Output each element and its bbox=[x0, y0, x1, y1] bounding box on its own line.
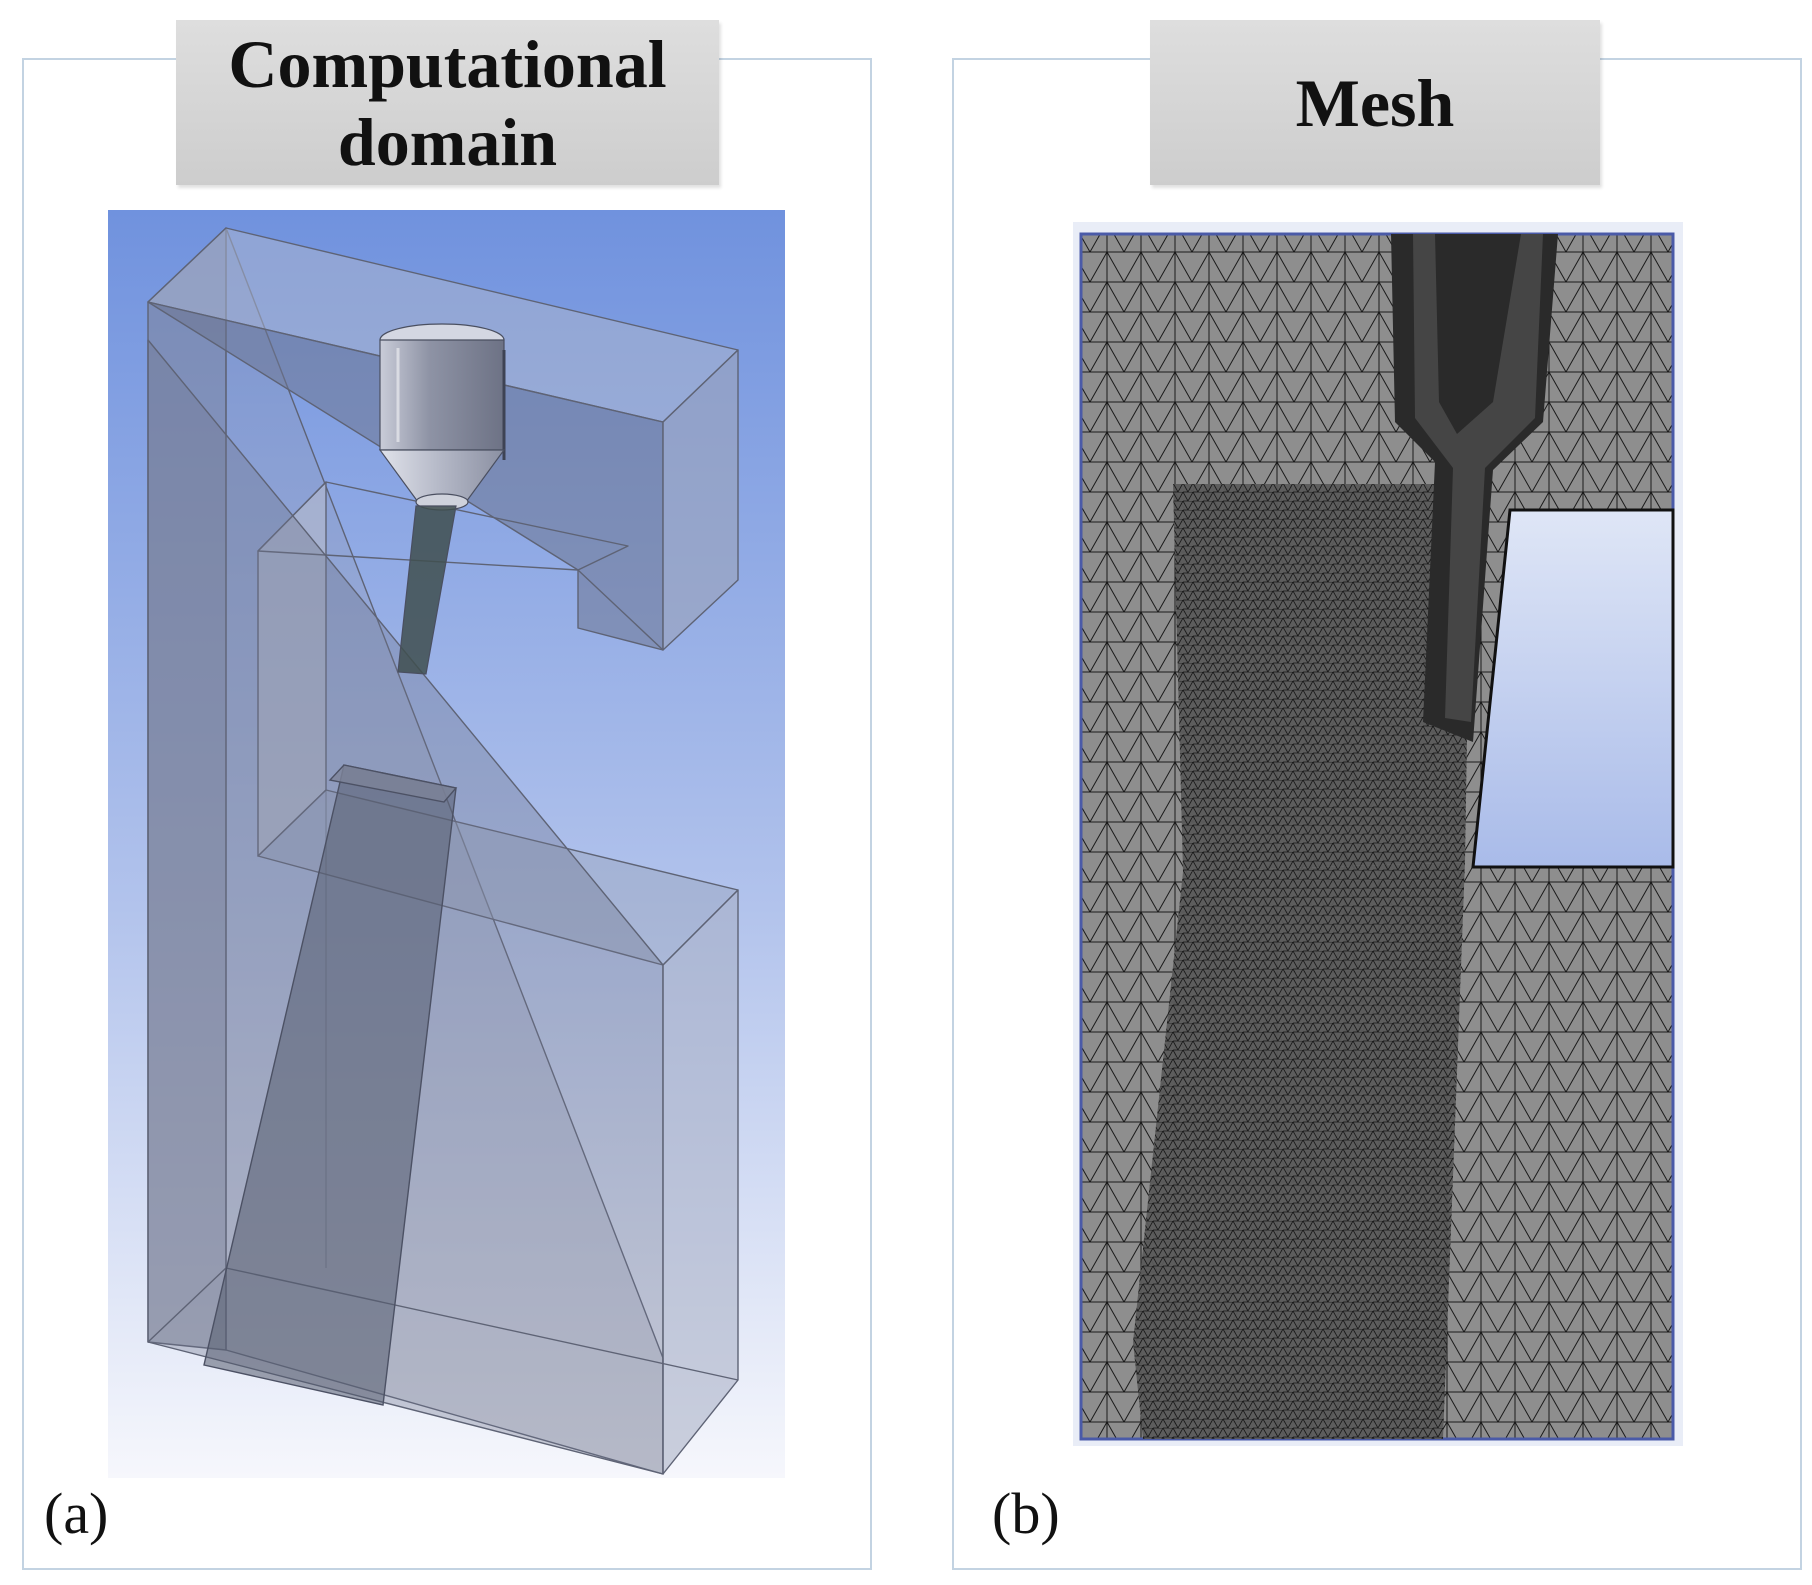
mesh-refined-regions bbox=[1133, 234, 1558, 1439]
inclined-plate bbox=[203, 764, 458, 1406]
panel-a-title-line1: Computational bbox=[228, 25, 667, 102]
panel-a-title-line2: domain bbox=[337, 103, 558, 180]
computational-domain-figure bbox=[108, 210, 785, 1478]
mesh-solid-region bbox=[1471, 508, 1675, 869]
panel-a-title: Computational domain bbox=[176, 20, 719, 185]
mesh-figure bbox=[1073, 222, 1683, 1446]
panel-b-title-text: Mesh bbox=[1295, 64, 1455, 141]
panel-b-title: Mesh bbox=[1150, 20, 1600, 185]
nozzle bbox=[378, 323, 506, 675]
panel-a-letter: (a) bbox=[44, 1481, 109, 1546]
panel-b-letter: (b) bbox=[992, 1481, 1060, 1546]
